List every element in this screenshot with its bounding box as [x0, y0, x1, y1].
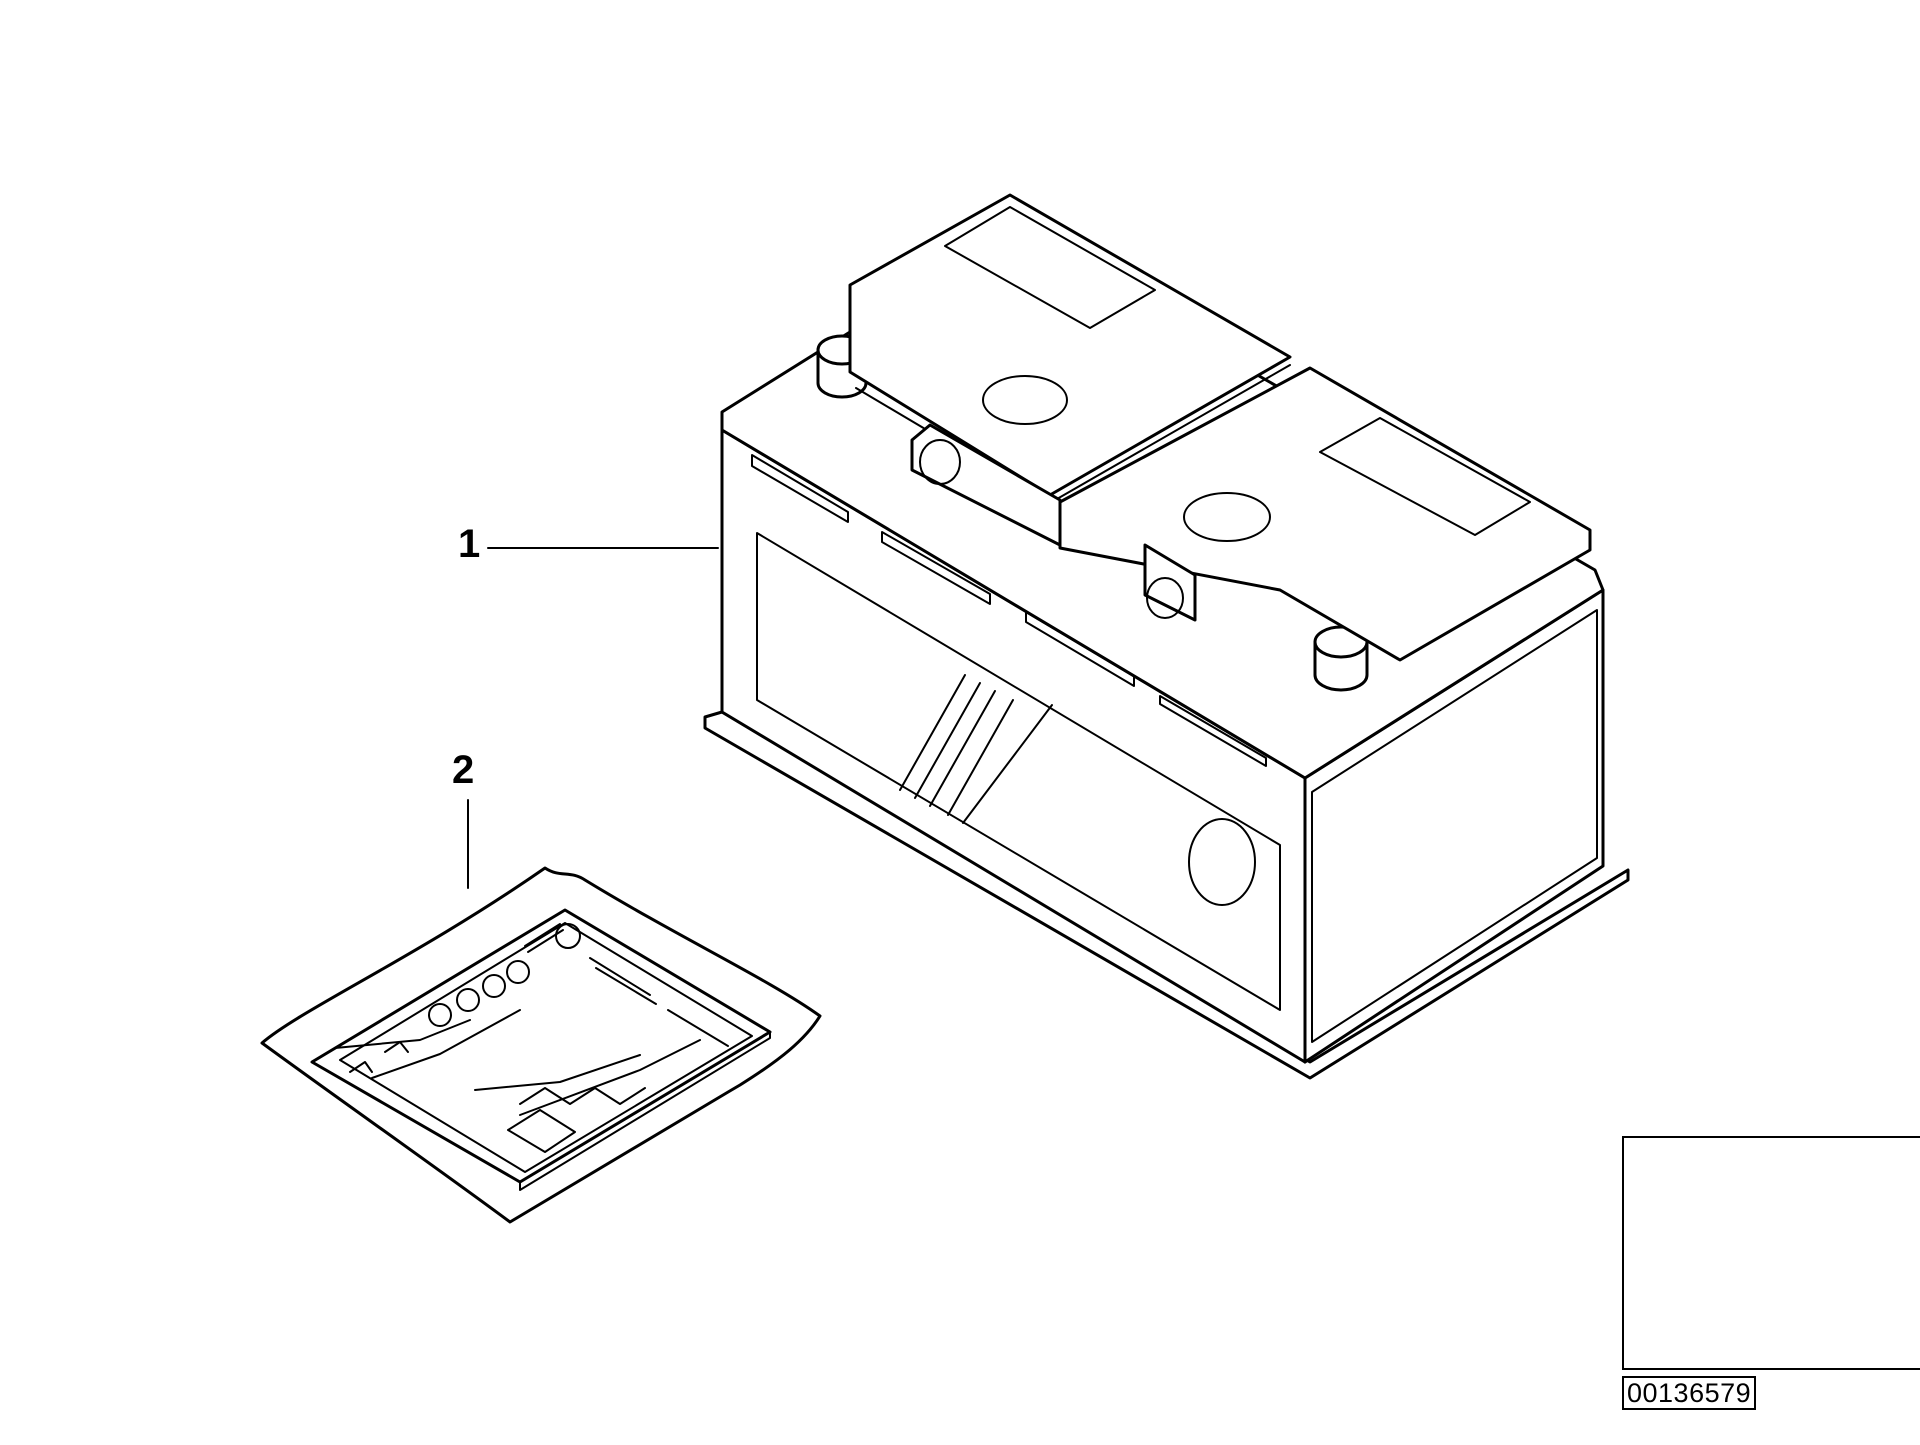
battery-side-panel	[1311, 609, 1598, 1043]
callout-number-1: 1	[458, 522, 481, 566]
battery-front-stripes	[899, 674, 1053, 824]
manual-bag-illustration	[260, 866, 822, 1224]
callout-number-2: 2	[452, 748, 475, 792]
manual-booklet-graphics	[334, 923, 729, 1153]
battery-front-panel	[756, 532, 1281, 1011]
leader-lines	[467, 547, 719, 889]
battery-cover-right	[1058, 366, 1592, 662]
battery-cover-left	[848, 193, 1292, 497]
battery-vent-slots	[751, 454, 1267, 767]
battery-cover-connectors	[910, 423, 1197, 622]
battery-illustration	[703, 193, 1630, 1080]
diagram-id-label: 00136579	[1622, 1376, 1757, 1410]
battery-front-circle	[1188, 818, 1256, 906]
vehicle-inset-frame	[1622, 1136, 1920, 1370]
